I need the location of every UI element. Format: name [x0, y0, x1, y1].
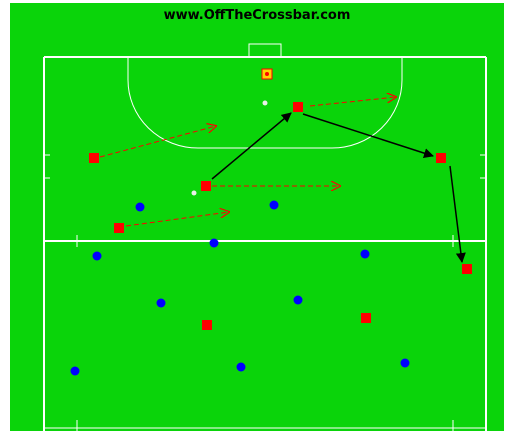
run-arrow: [99, 126, 216, 158]
ball: [191, 190, 197, 196]
attacker-marker: [436, 153, 446, 163]
defender-marker: [360, 249, 370, 259]
defender-marker: [209, 238, 219, 248]
attacker-marker: [202, 320, 212, 330]
defender-marker: [269, 200, 279, 210]
balls: [191, 100, 268, 196]
attacker-marker: [462, 264, 472, 274]
attacker-marker: [201, 181, 211, 191]
defenders: [70, 200, 410, 376]
defender-marker: [236, 362, 246, 372]
pass-arrows: [211, 112, 466, 263]
pass-arrow: [302, 113, 434, 158]
run-arrows: [99, 97, 396, 227]
shooting-circle: [127, 57, 403, 149]
goal-box: [248, 43, 282, 58]
attacker-marker: [114, 223, 124, 233]
defender-marker: [70, 366, 80, 376]
goalkeeper: [261, 68, 273, 80]
run-arrow: [125, 212, 229, 227]
hockey-field: [10, 3, 504, 431]
pass-arrow: [211, 112, 292, 180]
attacker-marker: [89, 153, 99, 163]
pass-arrow: [449, 165, 466, 263]
goalkeeper-center-dot: [265, 72, 269, 76]
defender-marker: [156, 298, 166, 308]
field-markings: [43, 43, 487, 431]
attackers: [89, 102, 472, 330]
defender-marker: [135, 202, 145, 212]
ball: [262, 100, 268, 106]
run-arrow: [309, 97, 396, 107]
defender-marker: [400, 358, 410, 368]
site-watermark: www.OffTheCrossbar.com: [163, 8, 351, 23]
attacker-marker: [293, 102, 303, 112]
defender-marker: [293, 295, 303, 305]
attacker-marker: [361, 313, 371, 323]
defender-marker: [92, 251, 102, 261]
